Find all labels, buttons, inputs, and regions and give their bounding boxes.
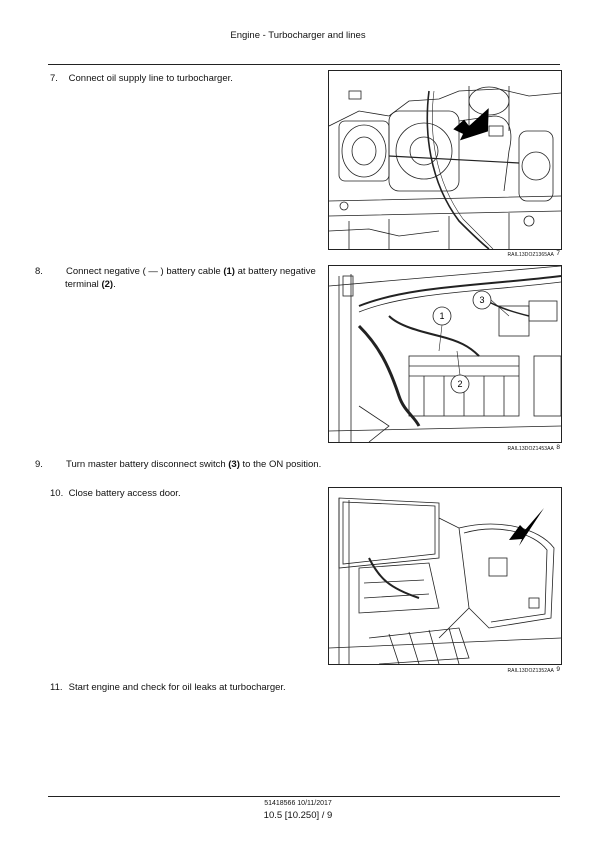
callout-ref: (1) <box>223 266 235 277</box>
header-rule <box>48 64 560 65</box>
figure-number: 8 <box>556 444 560 451</box>
figure-id: RAIL13DOZ1365AA <box>507 252 554 258</box>
footer-document-id: 51418566 10/11/2017 <box>264 800 332 807</box>
figure-number: 9 <box>556 666 560 673</box>
figure-battery-door <box>328 487 562 665</box>
callout-label-1: 1 <box>439 311 444 321</box>
footer-rule <box>48 796 560 797</box>
step-number: 9. <box>35 459 43 470</box>
text-part: . <box>113 279 116 290</box>
step-11: 11. Start engine and check for oil leaks… <box>50 681 330 694</box>
step-7: 7. Connect oil supply line to turbocharg… <box>50 72 312 85</box>
turbocharger-illustration <box>329 86 561 249</box>
step-text: Turn master battery disconnect switch (3… <box>66 459 321 470</box>
figure-id: RAIL13DOZ1352AA <box>507 668 554 674</box>
figure-battery: 1 2 3 <box>328 265 562 443</box>
battery-illustration: 1 2 3 <box>329 266 561 442</box>
callout-label-3: 3 <box>479 295 484 305</box>
callout-label-2: 2 <box>457 379 462 389</box>
callout-ref: (2) <box>101 279 114 290</box>
text-part: to the ON position. <box>239 459 322 470</box>
text-part: Turn master battery disconnect switch <box>66 459 229 470</box>
step-text: Connect oil supply line to turbocharger. <box>68 73 233 84</box>
step-number: 7. <box>50 73 58 84</box>
step-text: Connect negative ( — ) battery cable (1)… <box>65 266 316 290</box>
step-number: 10. <box>50 488 64 499</box>
step-text: Close battery access door. <box>68 488 181 499</box>
text-part: Connect negative ( — ) battery cable <box>66 266 224 277</box>
page-header-title: Engine - Turbocharger and lines <box>230 30 366 41</box>
footer-page-number: 10.5 [10.250] / 9 <box>263 810 333 821</box>
step-number: 8. <box>35 266 43 277</box>
step-9: 9. Turn master battery disconnect switch … <box>35 458 327 471</box>
step-text: Start engine and check for oil leaks at … <box>68 682 286 693</box>
text-part: at battery negative terminal <box>65 266 316 290</box>
battery-door-illustration <box>329 497 561 664</box>
figure-id: RAIL13DOZ1453AA <box>507 446 554 452</box>
step-number: 11. <box>50 682 63 693</box>
figure-number: 7 <box>556 250 560 257</box>
callout-ref: (3) <box>228 459 240 470</box>
figure-turbocharger <box>328 70 562 250</box>
step-8: 8. Connect negative ( — ) battery cable (… <box>35 265 327 291</box>
step-10: 10. Close battery access door. <box>50 487 312 500</box>
